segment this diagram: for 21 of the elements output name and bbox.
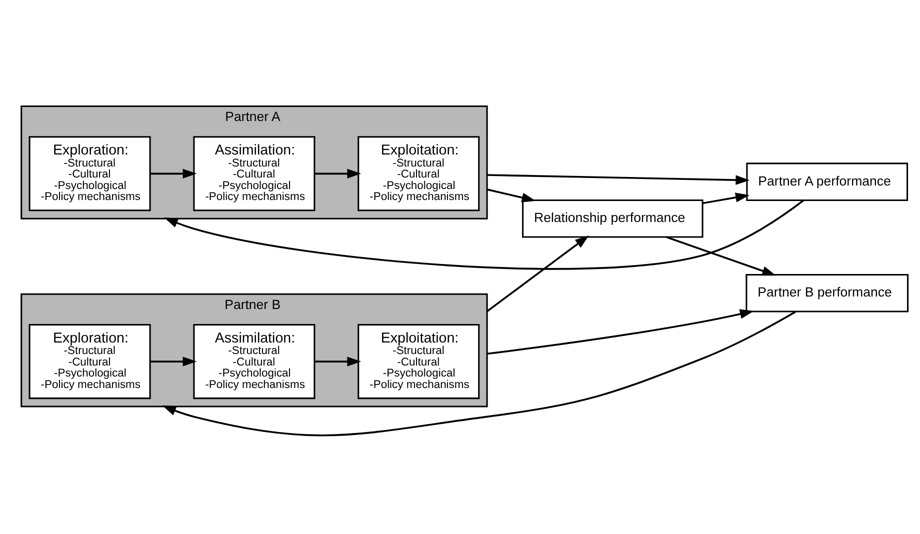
node-box: Exploration: -Structural -Cultural -Psychological -Policy mechanisms	[28, 136, 150, 212]
arrow	[150, 168, 196, 179]
node-box: Exploration: -Structural -Cultural -Psychological -Policy mechanisms	[28, 324, 150, 400]
node-box: Exploitation: -Structural -Cultural -Psychological -Policy mechanisms	[357, 324, 480, 400]
node-box: Assimilation: -Structural -Cultural -Psychological -Policy mechanisms	[192, 136, 315, 212]
arrow	[150, 356, 196, 366]
node-box: Partner B performance	[745, 274, 908, 312]
node-box: Assimilation: -Structural -Cultural -Psychological -Policy mechanisms	[192, 324, 315, 400]
node-box: Exploitation: -Structural -Cultural -Psychological -Policy mechanisms	[357, 136, 480, 212]
arrow	[665, 236, 776, 276]
arrow	[486, 188, 536, 202]
arrow	[164, 200, 804, 270]
arrow	[486, 174, 750, 185]
arrow	[486, 309, 754, 355]
arrow	[162, 310, 796, 436]
arrow	[314, 356, 361, 366]
arrow	[486, 236, 588, 312]
node-box: Relationship performance	[522, 199, 703, 238]
arrow	[314, 168, 361, 179]
node-box: Partner A performance	[746, 162, 908, 201]
arrow	[702, 192, 749, 204]
